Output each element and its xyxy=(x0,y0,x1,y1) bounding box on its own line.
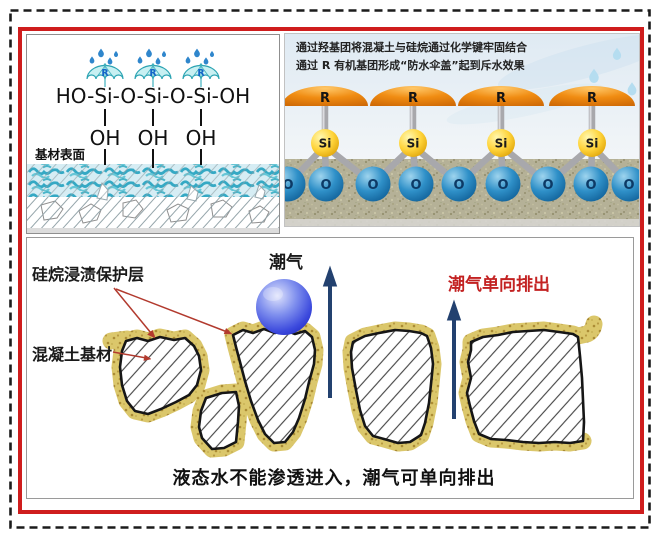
o-label: O xyxy=(367,178,378,193)
r-dome-icon xyxy=(285,86,635,106)
annotation-arrow xyxy=(112,287,233,361)
bond-lines xyxy=(104,109,202,168)
o-label: O xyxy=(623,178,634,193)
photo-caption-line1: 通过羟基团将混凝土与硅烷通过化学键牢固结合 xyxy=(296,40,528,54)
oxygen-sphere-icon xyxy=(285,166,639,202)
moisture-label: 潮气 xyxy=(269,252,303,273)
oh-label: OH xyxy=(138,126,169,150)
oh-label: OH xyxy=(90,126,121,150)
o-label: O xyxy=(542,178,553,193)
dome-r-label: R xyxy=(408,91,418,106)
silane-formula: HO-Si-O-Si-O-Si-OH xyxy=(56,84,250,108)
umbrella-icon: R xyxy=(182,62,220,88)
o-label: O xyxy=(585,178,596,193)
up-arrow xyxy=(322,265,338,398)
o-label: O xyxy=(410,178,421,193)
one-way-label: 潮气单向排出 xyxy=(448,274,550,295)
up-arrow xyxy=(446,299,462,419)
si-label: Si xyxy=(319,137,332,151)
si-label: Si xyxy=(407,137,420,151)
moisture-sphere xyxy=(256,279,312,335)
o-label: O xyxy=(497,178,508,193)
photo-caption-line2: 通过 R 有机基团形成“防水伞盖”起到斥水效果 xyxy=(296,58,525,72)
panel-molecular-photo: R R R R O O O O O O O O O Si Si Si Si 通过… xyxy=(284,33,640,227)
panel-moisture-diagram: .coat{stroke:url(#coatP);stroke-width:17… xyxy=(26,237,634,499)
si-label: Si xyxy=(586,137,599,151)
coating-label: 硅烷浸渍保护层 xyxy=(32,265,144,284)
oh-label: OH xyxy=(186,126,217,150)
substrate-label: 混凝土基材 xyxy=(32,345,112,364)
umbrella-r-label: R xyxy=(197,68,205,79)
o-label: O xyxy=(285,178,294,193)
umbrella-r-label: R xyxy=(101,68,109,79)
substrate-texture xyxy=(27,164,279,233)
substrate-surface-label: 基材表面 xyxy=(34,147,86,162)
panel-silane-formula: R R R HO-Si-O-Si-O-Si-OH OH OH OH 基材表面 xyxy=(26,34,280,234)
dome-r-label: R xyxy=(496,91,506,106)
concrete-aggregate xyxy=(102,324,594,449)
rain-droplets-icon xyxy=(89,48,215,65)
o-label: O xyxy=(453,178,464,193)
dome-r-label: R xyxy=(587,91,597,106)
si-label: Si xyxy=(495,137,508,151)
bottom-caption: 液态水不能渗透进入，潮气可单向排出 xyxy=(173,467,496,489)
umbrella-icon: R xyxy=(86,62,124,88)
o-label: O xyxy=(320,178,331,193)
umbrella-r-label: R xyxy=(149,68,157,79)
silicon-sphere-icon xyxy=(311,129,606,157)
dome-r-label: R xyxy=(320,91,330,106)
umbrella-icon: R xyxy=(134,62,172,88)
